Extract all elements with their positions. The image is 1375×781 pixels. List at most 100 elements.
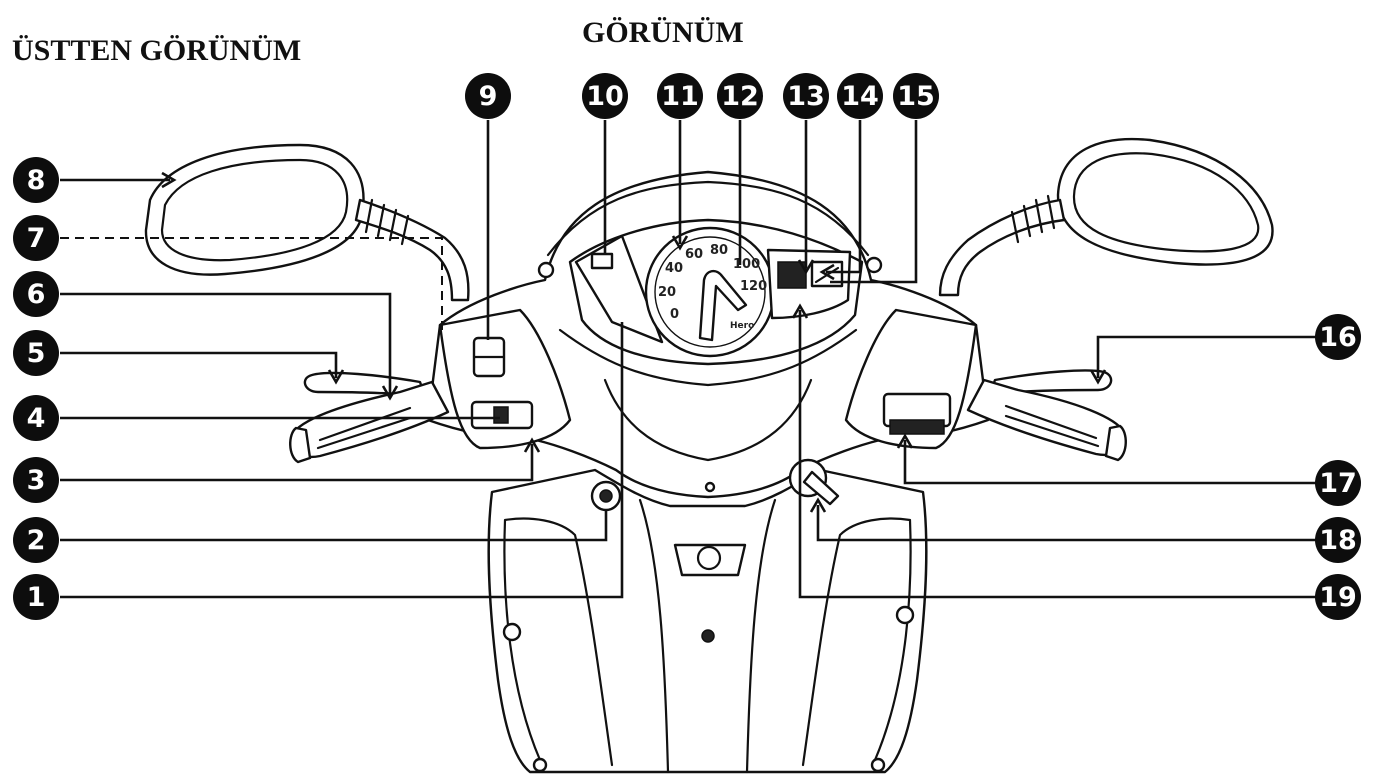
left-grip-end — [289, 426, 312, 464]
right-side-panel — [801, 517, 912, 767]
callout-10-badge — [582, 73, 628, 119]
right-grip-texture — [1004, 404, 1100, 448]
callout-5-badge — [13, 330, 59, 376]
fuel-warning-lamp — [590, 252, 614, 270]
callout-15-badge — [893, 73, 939, 119]
callout-4-badge — [13, 395, 59, 441]
left-mirror-glass — [160, 158, 349, 262]
leader-3-arrow — [523, 437, 541, 453]
callout-9: 9 — [465, 73, 511, 119]
callout-14-badge — [837, 73, 883, 119]
callout-1-label: 1 — [27, 582, 46, 613]
right-bolt — [895, 605, 915, 625]
callout-12-label: 12 — [721, 81, 759, 112]
callout-7-label: 7 — [27, 223, 46, 254]
callout-18-badge — [1315, 517, 1361, 563]
left-mount-bolt-core — [599, 489, 613, 503]
cover-lower-curve — [603, 378, 813, 462]
callout-12: 12 — [717, 73, 763, 119]
emblem-ring — [696, 545, 722, 571]
callout-11-badge — [657, 73, 703, 119]
right-mirror-stem — [938, 198, 1066, 297]
leader-8-arrow — [161, 171, 177, 189]
callout-16: 16 — [1315, 314, 1361, 360]
callout-1-badge — [13, 574, 59, 620]
speed-tick-120: 120 — [740, 279, 767, 294]
center-bolt — [701, 629, 715, 643]
leader-6 — [60, 292, 392, 395]
speed-tick-100: 100 — [733, 257, 760, 272]
callout-13: 13 — [783, 73, 829, 119]
speed-tick-80: 80 — [710, 243, 728, 258]
center-spine — [638, 498, 777, 774]
callout-6-label: 6 — [27, 279, 46, 310]
callout-17-badge — [1315, 460, 1361, 506]
starter-button — [889, 419, 945, 435]
front-body — [487, 468, 928, 774]
leader-16-arrow — [1089, 369, 1107, 385]
callout-8-badge — [13, 157, 59, 203]
right-mirror — [1056, 137, 1274, 266]
leader-3 — [60, 444, 534, 482]
callout-7: 7 — [13, 215, 59, 261]
leader-5-arrow — [327, 369, 345, 385]
callout-9-label: 9 — [479, 81, 498, 112]
callout-5-label: 5 — [27, 338, 46, 369]
leader-19 — [798, 310, 1316, 599]
callout-16-label: 16 — [1319, 322, 1357, 353]
leader-5 — [60, 351, 338, 378]
leader-1 — [60, 322, 624, 599]
callout-13-badge — [783, 73, 829, 119]
left-mirror-boot — [364, 198, 410, 246]
callout-18-label: 18 — [1319, 525, 1357, 556]
cover-left-screw — [537, 261, 555, 279]
cover-center-dot — [704, 481, 716, 493]
leader-7 — [60, 237, 443, 330]
callout-4: 4 — [13, 395, 59, 441]
cover-right-screw — [865, 256, 883, 274]
callout-6: 6 — [13, 271, 59, 317]
leader-14-arrow — [819, 263, 835, 281]
speedometer-needle — [698, 269, 748, 342]
leader-11-arrow — [671, 235, 689, 251]
callout-14: 14 — [837, 73, 883, 119]
leader-14 — [826, 120, 862, 274]
bottom-right-bolt — [870, 757, 886, 773]
left-grip-texture — [316, 406, 412, 450]
left-mirror — [144, 143, 365, 276]
callout-17: 17 — [1315, 460, 1361, 506]
callout-11: 11 — [657, 73, 703, 119]
callout-16-badge — [1315, 314, 1361, 360]
left-bolt — [502, 622, 522, 642]
speed-tick-20: 20 — [658, 285, 676, 300]
leader-19-arrow — [791, 303, 809, 319]
leader-6-arrow — [381, 385, 399, 401]
callout-1: 1 — [13, 574, 59, 620]
bottom-left-bolt — [532, 757, 548, 773]
view-title: GÖRÜNÜM — [582, 16, 744, 49]
left-side-panel — [503, 517, 614, 767]
leader-15 — [830, 120, 918, 284]
speedometer-inner-ring — [654, 236, 766, 348]
callout-2: 2 — [13, 517, 59, 563]
leader-18 — [816, 505, 1316, 542]
callout-13-label: 13 — [787, 81, 825, 112]
front-emblem — [673, 543, 747, 577]
speed-tick-60: 60 — [685, 247, 703, 262]
callout-18: 18 — [1315, 517, 1361, 563]
callout-15-label: 15 — [897, 81, 935, 112]
ignition-key — [802, 470, 840, 506]
callout-7-badge — [13, 215, 59, 261]
leader-16 — [1096, 335, 1316, 378]
callout-2-label: 2 — [27, 525, 46, 556]
cover-inner-curve — [558, 328, 858, 387]
callout-19-label: 19 — [1319, 582, 1357, 613]
speedometer-brand: Hero — [730, 321, 754, 331]
callout-10: 10 — [582, 73, 628, 119]
callout-19: 19 — [1315, 574, 1361, 620]
callout-3-badge — [13, 457, 59, 503]
leader-lines — [60, 120, 1316, 599]
right-mirror-glass — [1072, 152, 1260, 253]
callout-8: 8 — [13, 157, 59, 203]
leader-2 — [60, 510, 608, 542]
